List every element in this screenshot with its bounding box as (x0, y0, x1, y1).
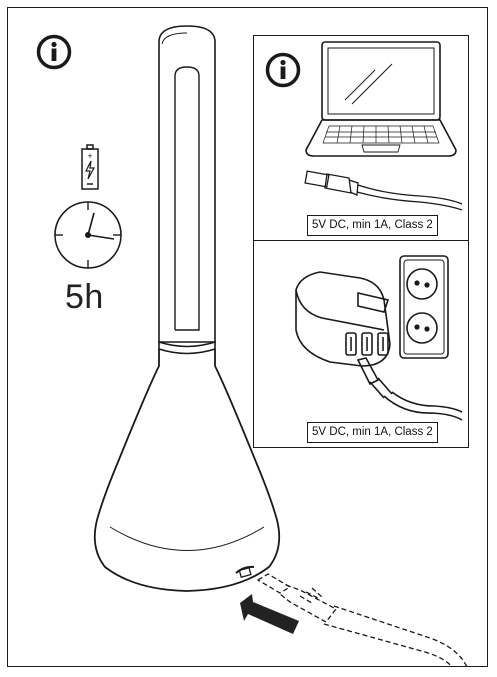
svg-text:+: + (87, 151, 92, 161)
adapter-power-spec: 5V DC, min 1A, Class 2 (307, 422, 438, 443)
charge-time: 5h (65, 278, 104, 316)
battery-charging-icon: + (81, 144, 99, 190)
info-icon (265, 52, 301, 88)
clock-icon (54, 201, 122, 269)
info-icon (36, 34, 72, 70)
page-frame (7, 7, 488, 667)
laptop-panel (253, 35, 469, 241)
laptop-power-spec: 5V DC, min 1A, Class 2 (307, 215, 438, 236)
